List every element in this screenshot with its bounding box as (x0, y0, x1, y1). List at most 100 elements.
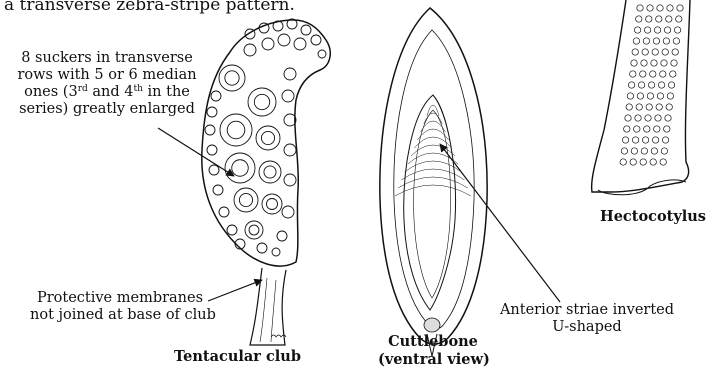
club-sucker-small (311, 35, 321, 45)
hectocotylus-sucker (630, 71, 636, 77)
club-sucker-ring (267, 199, 278, 210)
hectocotylus-sucker (655, 115, 661, 121)
club-sucker-small (301, 25, 311, 35)
club-sucker-small (273, 21, 283, 31)
hectocotylus-sucker (657, 5, 663, 11)
club-sucker-small (213, 185, 223, 195)
suckers-arrow (158, 128, 234, 176)
hectocotylus-sucker (650, 71, 656, 77)
hectocotylus-sucker (631, 148, 637, 154)
superscript: rd (78, 84, 88, 94)
hectocotylus-sucker (637, 5, 643, 11)
hectocotylus-sucker (651, 60, 657, 66)
hectocotylus-sucker (644, 126, 650, 132)
hectocotylus-sucker (656, 16, 662, 22)
hectocotylus-sucker (658, 82, 664, 88)
hectocotylus-sucker (654, 27, 660, 33)
hectocotylus-sucker (641, 148, 647, 154)
hectocotylus-sucker (650, 159, 656, 165)
suckers-annotation-line: 8 suckers in transverse (2, 50, 212, 67)
striae-annotation-line: Anterior striae inverted (487, 302, 687, 319)
hectocotylus-sucker (660, 71, 666, 77)
hectocotylus-sucker (643, 38, 649, 44)
hectocotylus-sucker (666, 104, 672, 110)
hectocotylus-sucker (637, 93, 643, 99)
cuttlebone-stria (427, 105, 439, 116)
suckers-annotation: 8 suckers in transverse rows with 5 or 6… (2, 50, 212, 118)
hectocotylus-sucker (631, 60, 637, 66)
hectocotylus-sucker (642, 49, 648, 55)
membranes-annotation-line: Protective membranes (30, 290, 210, 307)
cuttlebone-stria (395, 185, 471, 196)
hectocotylus-sucker (630, 159, 636, 165)
hectocotylus-sucker (635, 115, 641, 121)
hectocotylus-sucker (657, 93, 663, 99)
hectocotylus-sucker (648, 82, 654, 88)
hectocotylus-sucker (662, 49, 668, 55)
club-sucker-small (284, 144, 296, 156)
hectocotylus-sucker (667, 5, 673, 11)
club-sucker-small (245, 29, 255, 39)
hectocotylus-sucker (651, 148, 657, 154)
club-sucker-ring (249, 225, 259, 235)
suckers-text-part: ones (3 (24, 84, 78, 100)
club-sucker-small (244, 44, 256, 56)
hectocotylus-sucker (633, 38, 639, 44)
hectocotylus-sucker (647, 5, 653, 11)
club-sucker (259, 161, 281, 183)
hectocotylus-sucker (632, 137, 638, 143)
hectocotylus-sucker (672, 49, 678, 55)
club-sucker-small (257, 243, 267, 253)
hectocotylus-sucker (667, 93, 673, 99)
suckers-text-part: and 4 (88, 84, 134, 100)
hectocotylus-sucker (660, 159, 666, 165)
club-sucker-ring (261, 131, 274, 144)
hectocotylus-sucker (670, 71, 676, 77)
club-sucker-small (219, 207, 229, 217)
hectocotylus-sucker (641, 60, 647, 66)
club-sucker-ring (254, 94, 269, 109)
hectocotylus-sucker (645, 115, 651, 121)
club-sucker-small (284, 68, 296, 80)
hectocotylus-sucker (663, 38, 669, 44)
club-sucker (245, 221, 263, 239)
club-sucker-small (227, 225, 237, 235)
cuttlebone-stria (424, 113, 442, 124)
club-sucker-small (294, 38, 306, 50)
hectocotylus-sucker (642, 137, 648, 143)
hectocotylus-sucker (661, 148, 667, 154)
suckers-annotation-line: series) greatly enlarged (2, 101, 212, 118)
club-sucker-small (282, 206, 294, 218)
hectocotylus-sucker (634, 27, 640, 33)
hectocotylus-sucker (627, 93, 633, 99)
hectocotylus-sucker (666, 16, 672, 22)
club-sucker-small (284, 114, 296, 126)
hectocotylus-drawing (592, 0, 690, 195)
hectocotylus-sucker (624, 126, 630, 132)
hectocotylus-sucker (647, 93, 653, 99)
club-sucker-ring (232, 160, 249, 177)
hectocotylus-sucker (620, 159, 626, 165)
caption-cuttlebone: Cuttlebone (ventral view) (378, 333, 488, 369)
superscript: th (134, 84, 143, 94)
membranes-annotation: Protective membranes not joined at base … (30, 290, 210, 324)
hectocotylus-sucker (636, 104, 642, 110)
hectocotylus-sucker (634, 126, 640, 132)
hectocotylus-sucker (628, 82, 634, 88)
hectocotylus-sucker (654, 126, 660, 132)
club-sucker (234, 188, 258, 212)
hectocotylus-sucker (622, 137, 628, 143)
hectocotylus-sucker (638, 82, 644, 88)
club-sucker-ring (264, 166, 276, 178)
hectocotylus-sucker (671, 60, 677, 66)
striae-annotation: Anterior striae inverted U-shaped (487, 302, 687, 336)
hectocotylus-sucker (652, 49, 658, 55)
club-sucker-small (318, 50, 326, 58)
hectocotylus-sucker (656, 104, 662, 110)
club-sucker-small (284, 174, 296, 186)
hectocotylus-sucker (646, 16, 652, 22)
club-sucker-small (259, 23, 269, 33)
striae-arrow (440, 144, 560, 302)
hectocotylus-sucker (662, 137, 668, 143)
caption-tentacular-club: Tentacular club (174, 348, 294, 365)
